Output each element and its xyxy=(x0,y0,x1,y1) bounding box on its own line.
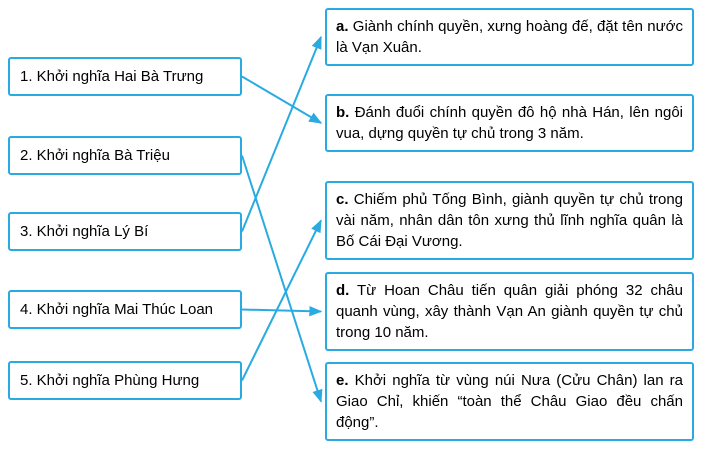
right-item-text: Đánh đuổi chính quyền đô hộ nhà Hán, lên… xyxy=(336,104,683,142)
left-item-5[interactable]: 5. Khởi nghĩa Phùng Hưng xyxy=(8,361,242,400)
left-item-label: 4. Khởi nghĩa Mai Thúc Loan xyxy=(20,300,214,318)
right-item-text: Từ Hoan Châu tiến quân giải phóng 32 châ… xyxy=(336,282,683,341)
left-item-label: 1. Khởi nghĩa Hai Bà Trưng xyxy=(20,67,204,85)
arrow-3-a xyxy=(241,35,322,232)
right-item-e[interactable]: e. Khởi nghĩa từ vùng núi Nưa (Cửu Chân)… xyxy=(325,362,694,441)
right-item-letter: b. xyxy=(336,104,350,121)
right-item-letter: a. xyxy=(336,18,349,35)
right-item-letter: d. xyxy=(336,282,350,299)
left-item-2[interactable]: 2. Khởi nghĩa Bà Triệu xyxy=(8,136,242,175)
right-item-c[interactable]: c. Chiếm phủ Tống Bình, giành quyền tự c… xyxy=(325,181,694,260)
arrow-1-b xyxy=(241,75,323,124)
left-item-label: 5. Khởi nghĩa Phùng Hưng xyxy=(20,371,200,389)
right-item-b[interactable]: b. Đánh đuổi chính quyền đô hộ nhà Hán, … xyxy=(325,94,694,152)
right-item-d[interactable]: d. Từ Hoan Châu tiến quân giải phóng 32 … xyxy=(325,272,694,351)
right-item-text: Giành chính quyền, xưng hoàng đế, đặt tê… xyxy=(336,18,683,56)
left-item-3[interactable]: 3. Khởi nghĩa Lý Bí xyxy=(8,212,242,251)
right-item-text: Khởi nghĩa từ vùng núi Nưa (Cửu Chân) la… xyxy=(336,372,683,431)
left-item-label: 3. Khởi nghĩa Lý Bí xyxy=(20,222,149,240)
left-item-1[interactable]: 1. Khởi nghĩa Hai Bà Trưng xyxy=(8,57,242,96)
arrow-2-e xyxy=(241,155,323,403)
left-item-label: 2. Khởi nghĩa Bà Triệu xyxy=(20,146,170,164)
arrow-4-d xyxy=(241,306,323,317)
right-item-letter: c. xyxy=(336,191,349,208)
right-item-text: Chiếm phủ Tống Bình, giành quyền tự chủ … xyxy=(336,191,684,250)
right-item-a[interactable]: a. Giành chính quyền, xưng hoàng đế, đặt… xyxy=(325,8,694,66)
right-item-letter: e. xyxy=(336,372,349,389)
arrow-5-c xyxy=(241,219,322,381)
left-item-4[interactable]: 4. Khởi nghĩa Mai Thúc Loan xyxy=(8,290,242,329)
